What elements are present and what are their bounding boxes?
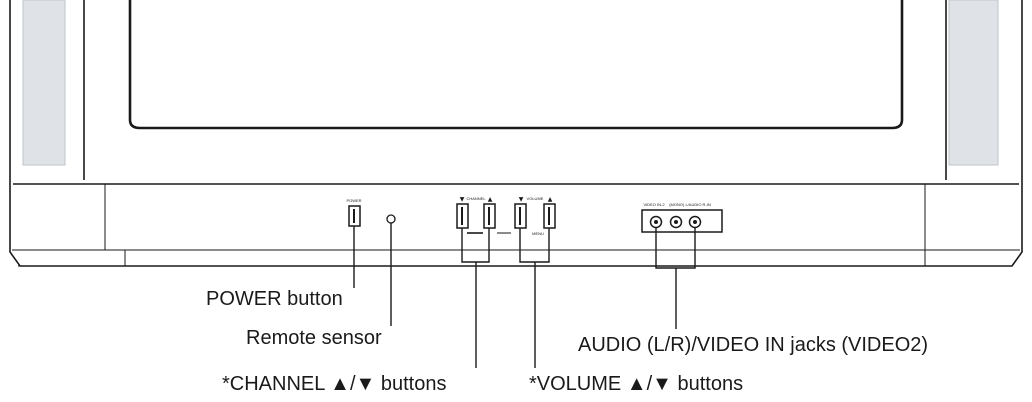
volume-buttons-callout: *VOLUME ▲/▼ buttons [529, 373, 744, 395]
volume-down-button [514, 203, 527, 229]
channel-up-button [483, 203, 496, 229]
volume-down-glyph: ▼ [519, 196, 524, 203]
channel-panel-label: CHANNEL [466, 196, 486, 201]
right-speaker-grille [948, 0, 999, 166]
channel-down-glyph: ▼ [460, 196, 465, 203]
channel-down-button [456, 203, 469, 229]
audio-right-jack [688, 215, 702, 229]
audio-in-panel-label: (MONO) L/AUDIO R-IN [669, 202, 711, 207]
video-in-panel-label: VIDEO IN-2 [643, 202, 665, 207]
power-button-callout: POWER button [206, 288, 343, 310]
remote-sensor-callout: Remote sensor [246, 327, 382, 349]
tv-cabinet-outline [9, 0, 1023, 267]
volume-panel-label: VOLUME [527, 196, 544, 201]
channel-buttons-callout: *CHANNEL ▲/▼ buttons [222, 373, 447, 395]
cabinet-left-foot [18, 250, 126, 267]
volume-up-glyph: ▲ [548, 196, 553, 203]
audio-left-jack [669, 215, 683, 229]
menu-panel-label: MENU [532, 231, 544, 236]
volume-up-button [543, 203, 556, 229]
left-speaker-grille [22, 0, 66, 166]
video-jack [649, 215, 663, 229]
av-jacks-callout: AUDIO (L/R)/VIDEO IN jacks (VIDEO2) [578, 334, 929, 356]
jack-bracket [655, 228, 696, 269]
power-panel-label: POWER [346, 198, 361, 203]
channel-up-glyph: ▲ [488, 196, 493, 203]
screen-bezel [128, 0, 904, 130]
remote-sensor-dot [386, 214, 396, 224]
power-button [348, 205, 361, 227]
